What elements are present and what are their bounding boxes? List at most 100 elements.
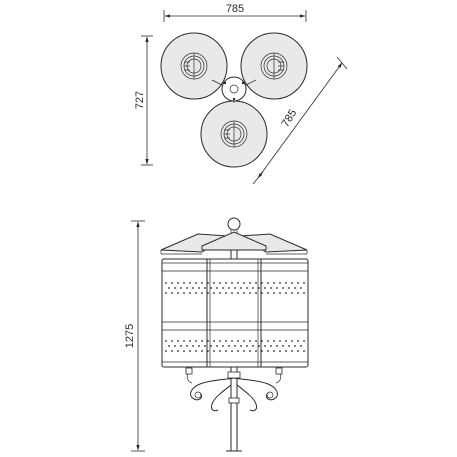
perforation-dot (261, 350, 263, 352)
finial (227, 217, 241, 234)
perforation-dot (189, 292, 191, 294)
perforation-dot (231, 282, 233, 284)
perforation-dot (243, 292, 245, 294)
perforation-dot (165, 350, 167, 352)
perforation-dot (195, 282, 197, 284)
perforation-dot (222, 287, 224, 289)
perforation-dot (195, 292, 197, 294)
perforation-dot (267, 282, 269, 284)
perforation-dot (267, 350, 269, 352)
perforation-dot (204, 345, 206, 347)
perforation-dot (183, 340, 185, 342)
front-height-label: 1275 (124, 324, 136, 348)
perforation-dot (231, 292, 233, 294)
perforation-dot (294, 345, 296, 347)
perforation-pattern (165, 282, 305, 352)
perforation-dot (231, 350, 233, 352)
perforation-dot (210, 287, 212, 289)
perforation-dot (171, 340, 173, 342)
perforation-dot (189, 350, 191, 352)
pole-lower (226, 367, 242, 452)
perforation-dot (237, 340, 239, 342)
perforation-dot (225, 340, 227, 342)
perforation-dot (183, 282, 185, 284)
perforation-dot (273, 350, 275, 352)
perforation-dot (204, 287, 206, 289)
perforation-dot (279, 292, 281, 294)
perforation-dot (183, 350, 185, 352)
perforation-dot (249, 282, 251, 284)
perforation-dot (201, 292, 203, 294)
top-diagonal-label: 785 (280, 107, 300, 129)
perforation-dot (303, 350, 305, 352)
perforation-dot (219, 340, 221, 342)
perforation-dot (279, 350, 281, 352)
perforation-dot (183, 292, 185, 294)
perforation-dot (222, 345, 224, 347)
perforation-dot (258, 287, 260, 289)
perforation-dot (225, 350, 227, 352)
perforation-dot (201, 340, 203, 342)
perforation-dot (243, 340, 245, 342)
perforation-dot (219, 282, 221, 284)
perforation-dot (285, 350, 287, 352)
perforation-dot (240, 345, 242, 347)
perforation-dot (264, 345, 266, 347)
perforation-dot (279, 282, 281, 284)
perforation-dot (177, 292, 179, 294)
perforation-dot (168, 287, 170, 289)
perforation-dot (285, 282, 287, 284)
perforation-dot (201, 350, 203, 352)
perforation-dot (240, 287, 242, 289)
perforation-dot (255, 350, 257, 352)
perforation-dot (189, 282, 191, 284)
top-depth-label: 727 (134, 91, 146, 109)
perforation-dot (261, 340, 263, 342)
perforation-dot (195, 350, 197, 352)
perforation-dot (300, 345, 302, 347)
perforation-dot (297, 350, 299, 352)
perforation-dot (207, 350, 209, 352)
perforation-dot (255, 282, 257, 284)
perforation-dot (213, 282, 215, 284)
perforation-dot (288, 345, 290, 347)
perforation-dot (201, 282, 203, 284)
perforation-dot (285, 340, 287, 342)
perforation-dot (261, 292, 263, 294)
perforation-dot (180, 287, 182, 289)
central-hub (211, 76, 257, 103)
perforation-dot (288, 287, 290, 289)
perforation-dot (219, 292, 221, 294)
perforation-dot (270, 345, 272, 347)
lid-top-right (240, 32, 308, 100)
perforation-dot (282, 287, 284, 289)
perforation-dot (177, 282, 179, 284)
perforation-dot (267, 340, 269, 342)
perforation-dot (234, 287, 236, 289)
perforation-dot (249, 340, 251, 342)
perforation-dot (171, 350, 173, 352)
perforation-dot (171, 282, 173, 284)
perforation-dot (273, 292, 275, 294)
perforation-dot (273, 340, 275, 342)
perforation-dot (249, 292, 251, 294)
perforation-dot (195, 340, 197, 342)
perforation-dot (252, 345, 254, 347)
perforation-dot (198, 287, 200, 289)
perforation-dot (255, 292, 257, 294)
perforation-dot (279, 340, 281, 342)
top-view: 785 727 785 (134, 3, 348, 185)
perforation-dot (276, 287, 278, 289)
perforation-dot (171, 292, 173, 294)
perforation-dot (291, 292, 293, 294)
perforation-dot (165, 340, 167, 342)
perforation-dot (213, 350, 215, 352)
perforation-dot (294, 287, 296, 289)
perforation-dot (243, 350, 245, 352)
perforation-dot (180, 345, 182, 347)
top-depth-dimension: 727 (134, 35, 153, 166)
top-width-label: 785 (226, 3, 244, 15)
perforation-dot (231, 340, 233, 342)
